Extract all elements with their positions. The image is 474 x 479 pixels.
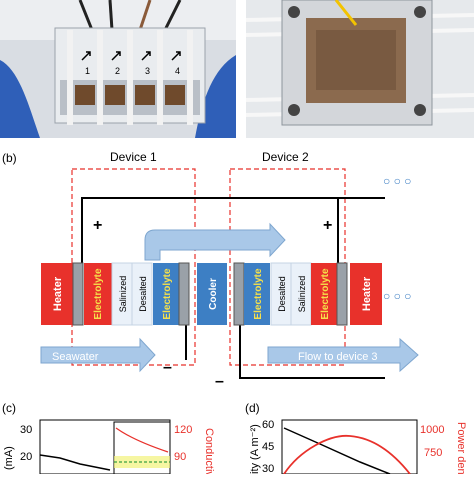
d-curve-red [283,435,411,475]
minus-right: – [215,373,224,390]
heater-left-label: Heater [52,276,64,311]
seawater-arrow [40,337,156,373]
electrolyte-left-blue-label: Electrolyte [162,268,173,320]
panel-label-c: (c) [2,401,16,415]
port-label-2: 2 [115,66,120,76]
transfer-arrow [144,222,286,261]
electrolyte-left [84,263,112,325]
c-inset-curve [115,427,169,453]
desalted-right-label: Desalted [277,276,287,312]
electrode-photo [246,0,474,138]
c-y-label-left: (mA) [3,446,15,470]
heater-left [41,263,73,325]
flow-device3-arrow [267,337,419,373]
electrolyte-right [311,263,337,325]
c-y-label-right: Conductivi [203,428,215,474]
d-left-tick-1: 60 [262,419,274,431]
c-right-tick-2: 90 [174,451,186,463]
panel-label-d: (d) [245,401,260,415]
d-left-tick-2: 45 [262,441,274,453]
port-label-1: 1 [85,66,90,76]
heater-right-label: Heater [361,276,373,311]
d-right-tick-2: 750 [424,447,442,459]
plus-left: + [93,217,102,234]
ellipsis-mid: ○ ○ ○ [383,289,411,303]
cooler-label: Cooler [208,278,219,310]
flow-device3-label: Flow to device 3 [298,351,377,363]
c-line [39,454,111,471]
device2-label: Device 2 [262,150,309,164]
electrolyte-right-label: Electrolyte [320,268,331,320]
electrolyte-right-blue-label: Electrolyte [253,268,264,320]
cooler [197,263,227,325]
d-right-tick-1: 1000 [420,424,444,436]
desalted-left-label: Desalted [138,276,148,312]
salinized-right-label: Salinized [297,276,307,313]
port-label-4: 4 [175,66,180,76]
port-label-3: 3 [145,66,150,76]
d-line-black [283,427,391,475]
charts-strip: (c) (mA) 30 20 Conductivi 120 90 (d) ity… [0,400,474,479]
heater-right [350,263,382,325]
d-y-label-right: Power den [455,422,467,474]
electrolyte-right-blue [244,263,270,325]
electrolyte-left-label: Electrolyte [93,268,104,320]
plus-right: + [323,217,332,234]
electrolyte-left-blue [153,263,179,325]
c-left-tick-1: 30 [20,424,32,436]
d-left-tick-3: 30 [262,463,274,474]
device-stack-photo: 1 2 3 4 [0,0,236,138]
panel-label-b: (b) [2,151,17,165]
d-plot-area [281,419,418,475]
seawater-label: Seawater [52,351,99,363]
salinized-left-label: Salinized [118,276,128,313]
device1-label: Device 1 [110,150,157,164]
device-schematic: (b) Device 1 Device 2 ○ ○ ○ ○ ○ ○ + + – … [0,150,474,400]
ellipsis-top: ○ ○ ○ [383,174,411,188]
c-left-tick-2: 20 [20,451,32,463]
d-y-label-left: ity (A m⁻²) [249,424,261,474]
c-right-tick-1: 120 [174,424,192,436]
minus-left: – [163,359,172,376]
